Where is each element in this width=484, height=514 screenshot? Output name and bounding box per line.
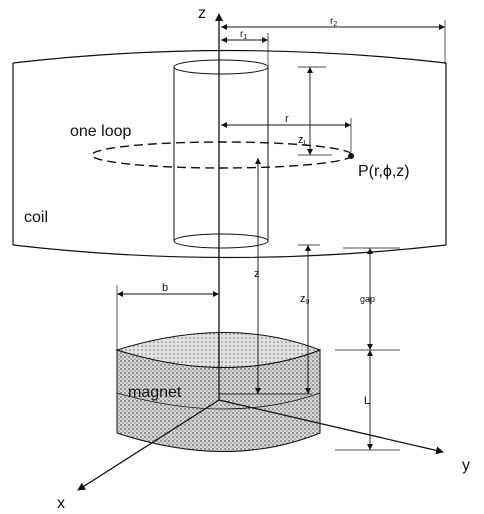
y-axis-label: y — [462, 457, 470, 474]
bore-bottom-ellipse — [173, 233, 269, 249]
coil-label: coil — [24, 209, 48, 226]
z0-label: z0 — [300, 293, 310, 306]
coil-bottom-edge — [12, 244, 447, 259]
axes — [77, 13, 444, 491]
zL-label: zL — [298, 134, 308, 147]
magnet-label: magnet — [128, 384, 182, 401]
coil-top-edge — [12, 49, 447, 64]
x-axis-line — [77, 399, 220, 491]
magnet-hidden-mid — [116, 392, 321, 410]
y-axis-line — [218, 399, 444, 455]
r-label: r — [285, 113, 289, 125]
labels: z y x r1 r2 one loop r zL P(r,ϕ,z) coil … — [24, 5, 470, 512]
b-label: b — [162, 282, 168, 294]
r1-label: r1 — [240, 29, 247, 41]
L-label: L — [364, 395, 370, 407]
z-axis-label: z — [198, 5, 206, 22]
one-loop-label: one loop — [70, 123, 131, 140]
gap-label: gap — [360, 294, 375, 304]
point-p-label: P(r,ϕ,z) — [358, 163, 410, 180]
coil-bore — [173, 59, 269, 249]
z-label: z — [254, 268, 260, 280]
x-axis-label: x — [57, 495, 65, 512]
point-p-dot — [348, 153, 354, 159]
bore-top-ellipse — [173, 59, 269, 75]
coil-body — [12, 49, 447, 259]
r2-label: r2 — [330, 16, 337, 28]
dimensions — [116, 20, 446, 451]
